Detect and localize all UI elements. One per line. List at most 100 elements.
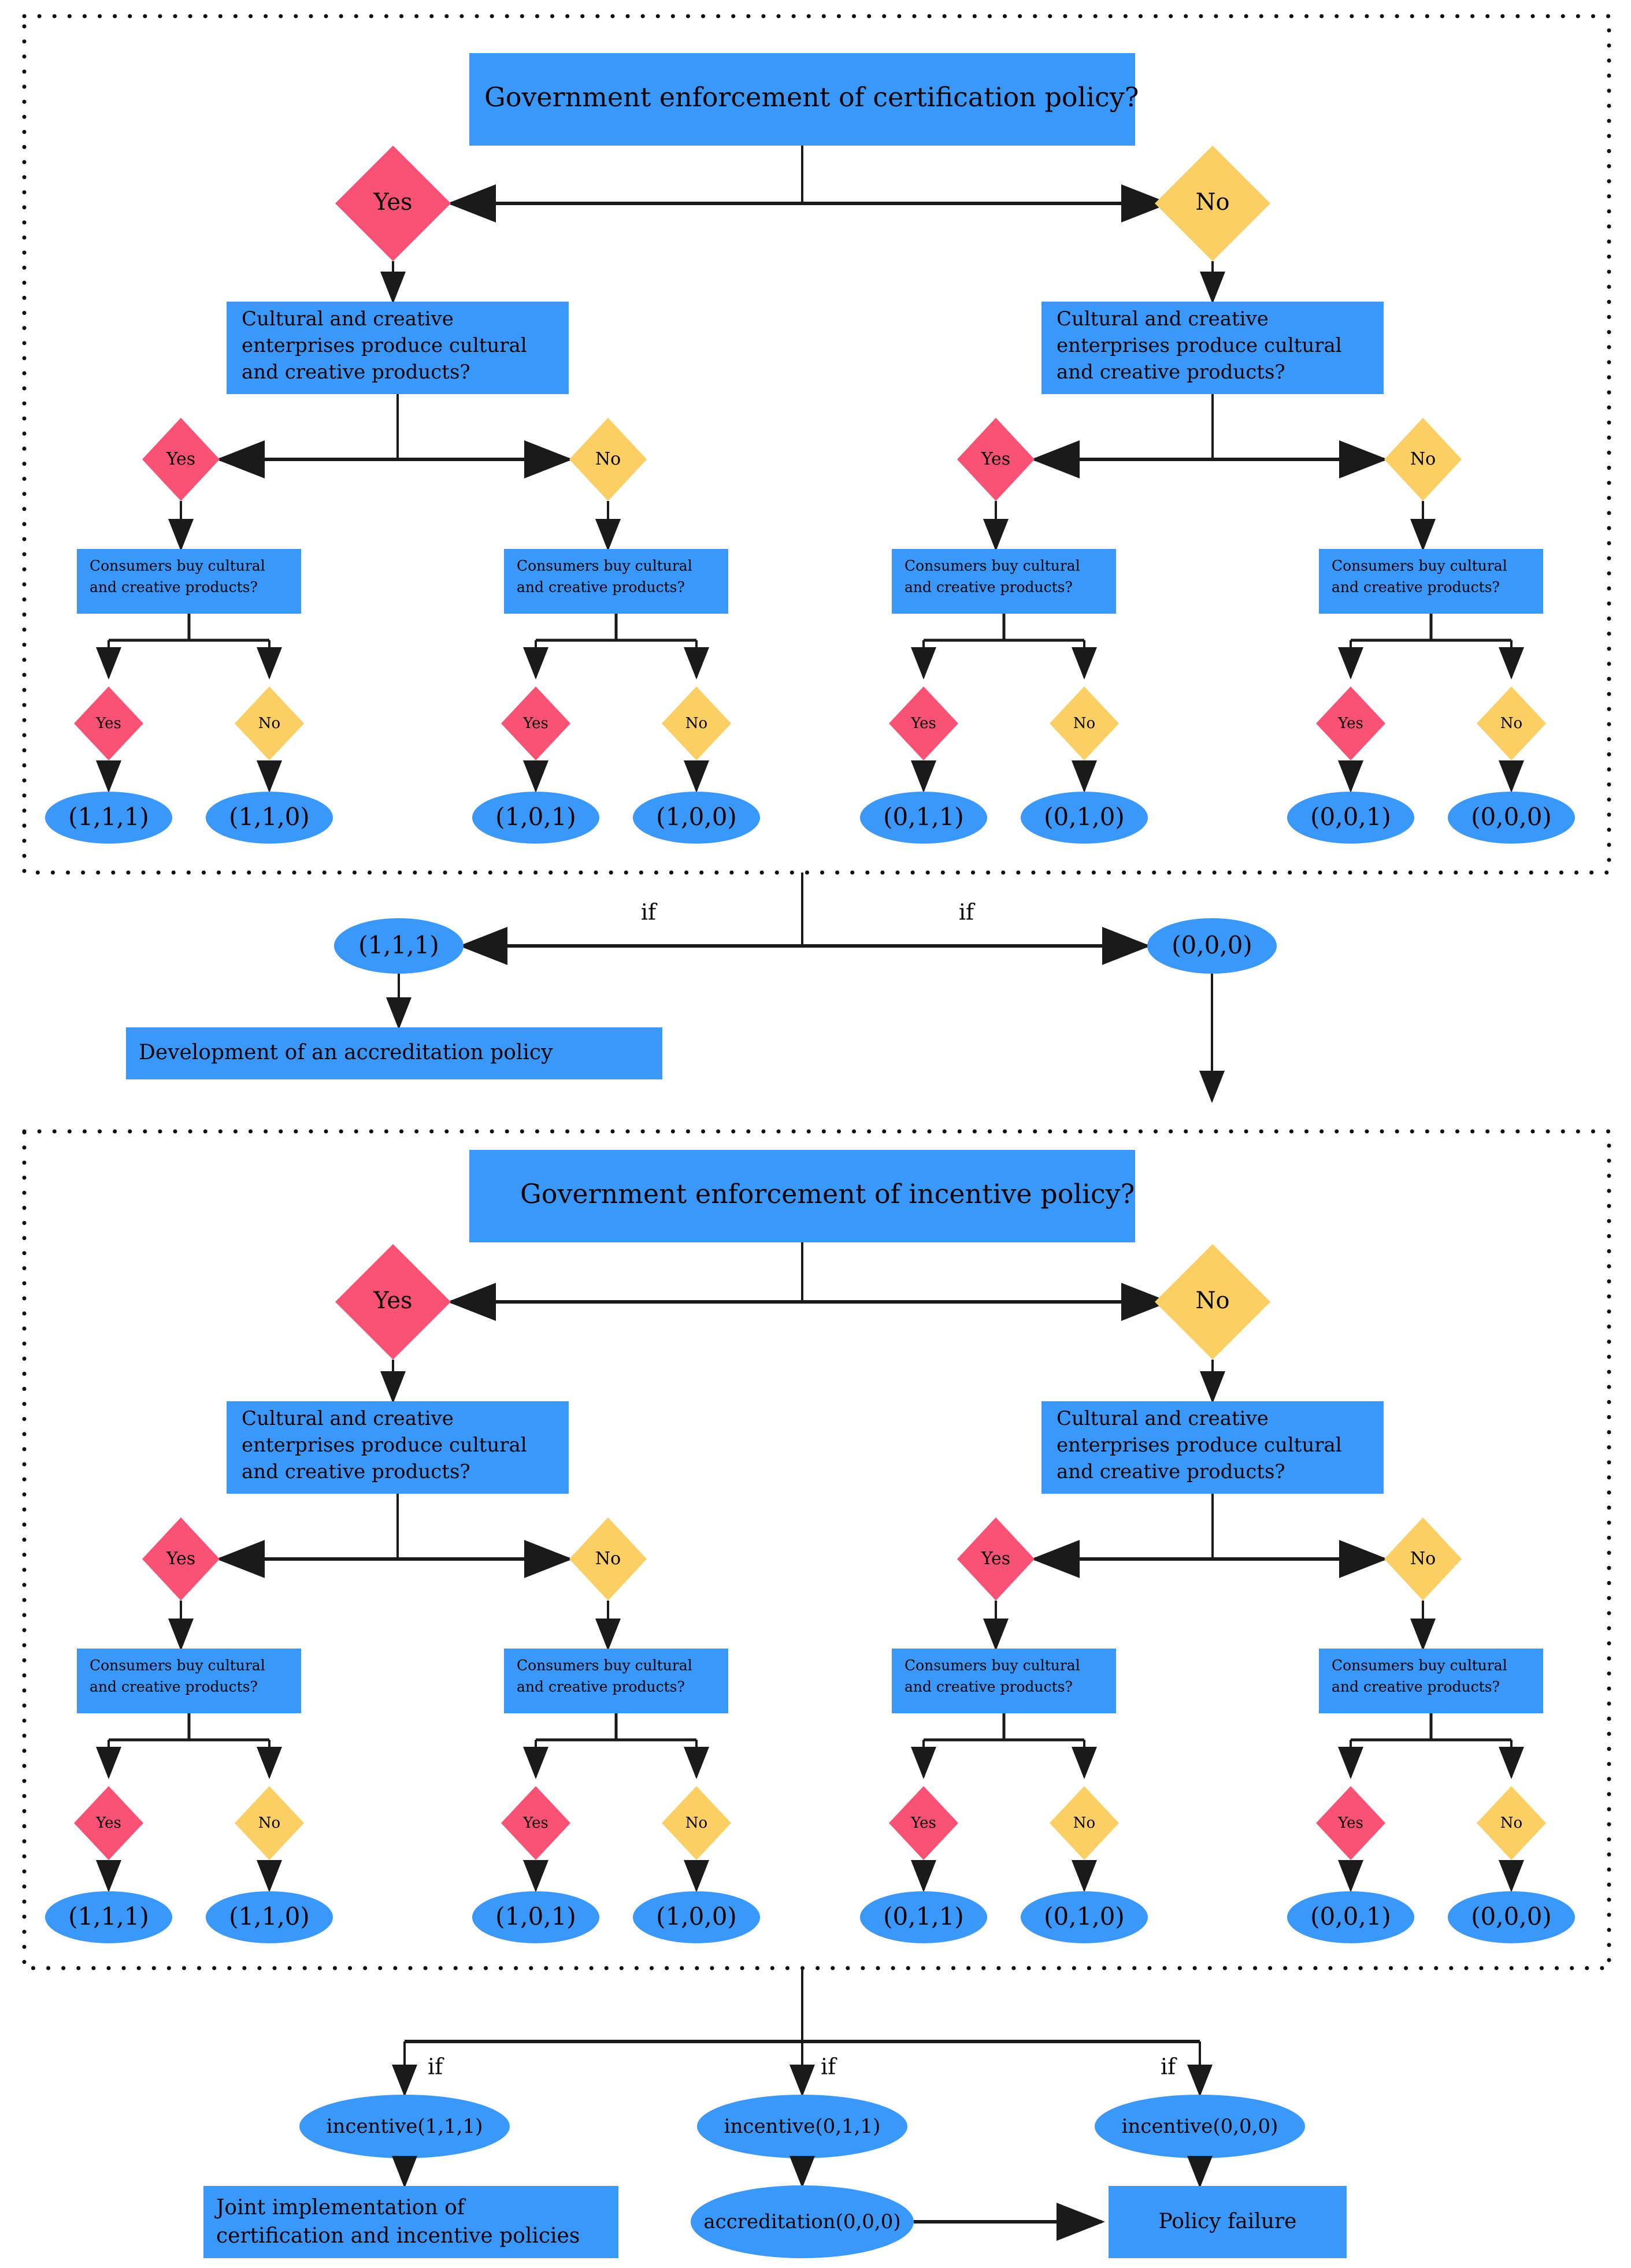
s1-l2-no-b-label: No (1410, 449, 1436, 469)
mid-left-ellipse-label: (1,1,1) (358, 931, 439, 959)
s1-outcome-ellipse-4 (633, 792, 760, 844)
s2-l2-no-a-label: No (595, 1549, 621, 1569)
s2-l2-yes-b (957, 1517, 1035, 1601)
s1-l2-no-b (1384, 418, 1462, 501)
s1-consumer-2-l1: Consumers buy cultural (517, 558, 692, 574)
s1-leaf-dia-4-label: No (685, 715, 707, 732)
s1-outcome-4-label: (1,0,0) (656, 803, 737, 831)
footer-incentive-ellipse-2 (697, 2095, 907, 2158)
s1-consumer-2-l2: and creative products? (517, 579, 685, 596)
s2-outcome-4-label: (1,0,0) (656, 1902, 737, 1931)
s2-brk-2 (536, 1713, 696, 1742)
s2-outcome-ellipse-3 (472, 1891, 599, 1943)
s2-leaf-dia-4-label: No (685, 1814, 707, 1832)
s2-leaf-dia-1 (74, 1786, 143, 1860)
s1-outcome-5-label: (0,1,1) (883, 803, 964, 831)
footer-if-2: if (821, 2054, 837, 2080)
s1-leaf-dia-2-label: No (258, 715, 280, 732)
s1-enterprise-left-l3: and creative products? (242, 361, 470, 384)
s2-consumer-4-l1: Consumers buy cultural (1332, 1657, 1507, 1674)
s2-brk-4 (1351, 1713, 1511, 1742)
s2-outcome-ellipse-7 (1287, 1891, 1414, 1943)
s1-diamond-yes (335, 146, 451, 261)
accreditation-outcome-ellipse (691, 2185, 914, 2258)
s1-outcome-ellipse-6 (1021, 792, 1148, 844)
s1-leaf-dia-7-label: Yes (1337, 715, 1363, 732)
s1-title-text: Government enforcement of certification … (484, 81, 1139, 113)
s1-consumer-1-l2: and creative products? (90, 579, 258, 596)
s2-outcome-ellipse-8 (1448, 1891, 1575, 1943)
s2-outcome-ellipse-4 (633, 1891, 760, 1943)
s2-enterprise-left-l3: and creative products? (242, 1460, 470, 1483)
s2-outcome-ellipse-6 (1021, 1891, 1148, 1943)
s1-outcome-ellipse-3 (472, 792, 599, 844)
footer-incentive-ellipse-1 (299, 2095, 510, 2158)
s2-consumer-box-3 (892, 1649, 1116, 1713)
s1-leaf-dia-6 (1050, 686, 1119, 760)
accreditation-policy-label: Development of an accreditation policy (139, 1041, 553, 1064)
s2-consumer-2-l1: Consumers buy cultural (517, 1657, 692, 1674)
s1-l2-no-a (569, 418, 647, 501)
s1-leaf-dia-1 (74, 686, 143, 760)
s1-leaf-dia-1-label: Yes (95, 715, 121, 732)
footer-incentive-2-label: incentive(0,1,1) (724, 2115, 881, 2138)
s1-brk-1 (109, 614, 269, 642)
s2-consumer-3-l1: Consumers buy cultural (905, 1657, 1080, 1674)
s2-l2-yes-b-label: Yes (981, 1549, 1010, 1569)
s2-leaf-dia-8 (1477, 1786, 1546, 1860)
mid-left-ellipse (334, 918, 464, 974)
joint-implementation-l1: Joint implementation of (214, 2196, 466, 2219)
s2-enterprise-right-l3: and creative products? (1057, 1460, 1285, 1483)
s1-diamond-yes-label: Yes (373, 189, 412, 216)
s1-consumer-box-4 (1319, 549, 1543, 614)
s1-consumer-4-l1: Consumers buy cultural (1332, 558, 1507, 574)
s2-l2-yes-a-label: Yes (166, 1549, 195, 1569)
s2-consumer-2-l2: and creative products? (517, 1679, 685, 1695)
s2-enterprise-box-right (1041, 1401, 1384, 1494)
s2-title-box (469, 1150, 1135, 1242)
s2-outcome-3-label: (1,0,1) (495, 1902, 576, 1931)
s1-consumer-box-1 (77, 549, 301, 614)
s1-enterprise-left-l2: enterprises produce cultural (242, 334, 527, 357)
s1-outcome-ellipse-5 (860, 792, 987, 844)
s2-enterprise-box-left (227, 1401, 569, 1494)
s2-leaf-dia-4 (662, 1786, 731, 1860)
s2-leaf-dia-3 (501, 1786, 570, 1860)
s1-outcome-ellipse-8 (1448, 792, 1575, 844)
s2-leaf-dia-3-label: Yes (522, 1814, 548, 1832)
s1-leaf-dia-3-label: Yes (522, 715, 548, 732)
policy-failure-label: Policy failure (1159, 2210, 1297, 2233)
s2-leaf-dia-7-label: Yes (1337, 1814, 1363, 1832)
s1-outcome-ellipse-1 (45, 792, 172, 844)
s2-brk-1 (109, 1713, 269, 1742)
s2-outcome-ellipse-5 (860, 1891, 987, 1943)
s1-leaf-dia-8-label: No (1500, 715, 1522, 732)
s2-outcome-5-label: (0,1,1) (883, 1902, 964, 1931)
s2-outcome-2-label: (1,1,0) (229, 1902, 310, 1931)
s2-leaf-dia-7 (1316, 1786, 1385, 1860)
s2-l2-no-b-label: No (1410, 1549, 1436, 1569)
s1-outcome-2-label: (1,1,0) (229, 803, 310, 831)
s1-enterprise-left-l1: Cultural and creative (242, 307, 454, 331)
s1-enterprise-box-right (1041, 302, 1384, 394)
s2-consumer-box-4 (1319, 1649, 1543, 1713)
s1-outcome-7-label: (0,0,1) (1310, 803, 1391, 831)
s2-consumer-1-l2: and creative products? (90, 1679, 258, 1695)
s1-leaf-dia-3 (501, 686, 570, 760)
joint-implementation-box (203, 2186, 618, 2258)
s2-consumer-4-l2: and creative products? (1332, 1679, 1500, 1695)
s1-consumer-4-l2: and creative products? (1332, 579, 1500, 596)
footer-incentive-3-label: incentive(0,0,0) (1122, 2115, 1278, 2138)
s1-l2-no-a-label: No (595, 449, 621, 469)
s2-l2-no-b (1384, 1517, 1462, 1601)
s2-diamond-no-label: No (1195, 1287, 1229, 1314)
s2-enterprise-right-l2: enterprises produce cultural (1057, 1434, 1342, 1457)
s1-leaf-dia-5-label: Yes (910, 715, 936, 732)
s2-leaf-dia-6-label: No (1073, 1814, 1095, 1832)
s1-consumer-box-2 (504, 549, 728, 614)
s2-leaf-dia-6 (1050, 1786, 1119, 1860)
mid-if-right: if (959, 900, 976, 925)
s2-diamond-yes (335, 1244, 451, 1360)
s2-leaf-dia-5 (889, 1786, 958, 1860)
